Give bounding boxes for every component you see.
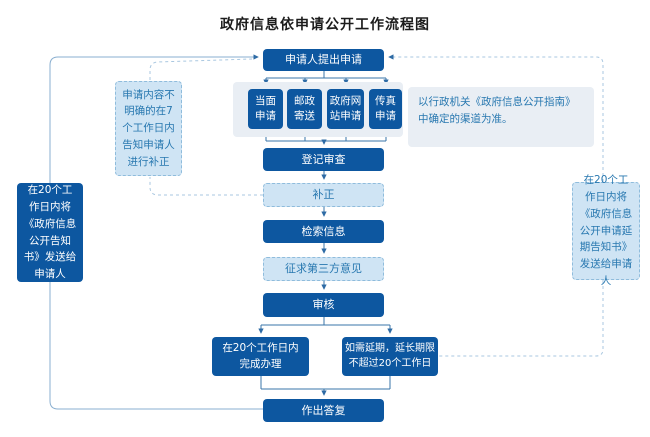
channels-note: 以行政机关《政府信息公开指南》 中确定的渠道为准。: [408, 87, 594, 147]
flow-node-channel-postal: 邮政 寄送: [287, 89, 322, 129]
flow-node-apply: 申请人提出申请: [263, 49, 384, 71]
flow-node-search-info: 检索信息: [263, 220, 384, 243]
flow-node-channel-fax: 传真 申请: [369, 89, 402, 129]
left-disclosure-notice: 在20个工作日内将《政府信息公开告知书》发送给申请人: [17, 183, 83, 282]
flow-node-register-review: 登记审查: [263, 148, 384, 171]
flow-node-extension: 如需延期，延长期限 不超过20个工作日: [342, 337, 438, 376]
wire-review-split: [258, 317, 393, 334]
left-correction-note: 申请内容不明确的在7个工作日内告知申请人进行补正: [115, 81, 182, 176]
wire-left-loop: [49, 54, 263, 410]
flow-node-third-party-opinion: 征求第三方意见: [263, 257, 384, 281]
wire-right-dashed: [388, 54, 604, 357]
flow-node-correction: 补正: [263, 183, 384, 207]
page-title: 政府信息依申请公开工作流程图: [220, 17, 430, 33]
flow-node-channel-in-person: 当面 申请: [248, 89, 283, 129]
flow-node-channel-website: 政府网 站申请: [327, 89, 364, 129]
right-extension-notice: 在20个工作日内将《政府信息公开申请延期告知书》发送给申请人: [572, 174, 640, 287]
flow-node-complete-in-20-days: 在20个工作日内 完成办理: [212, 337, 309, 376]
flow-node-reply: 作出答复: [263, 399, 384, 422]
wire-merge-to-reply: [260, 376, 391, 396]
flow-node-review: 审核: [263, 293, 384, 317]
